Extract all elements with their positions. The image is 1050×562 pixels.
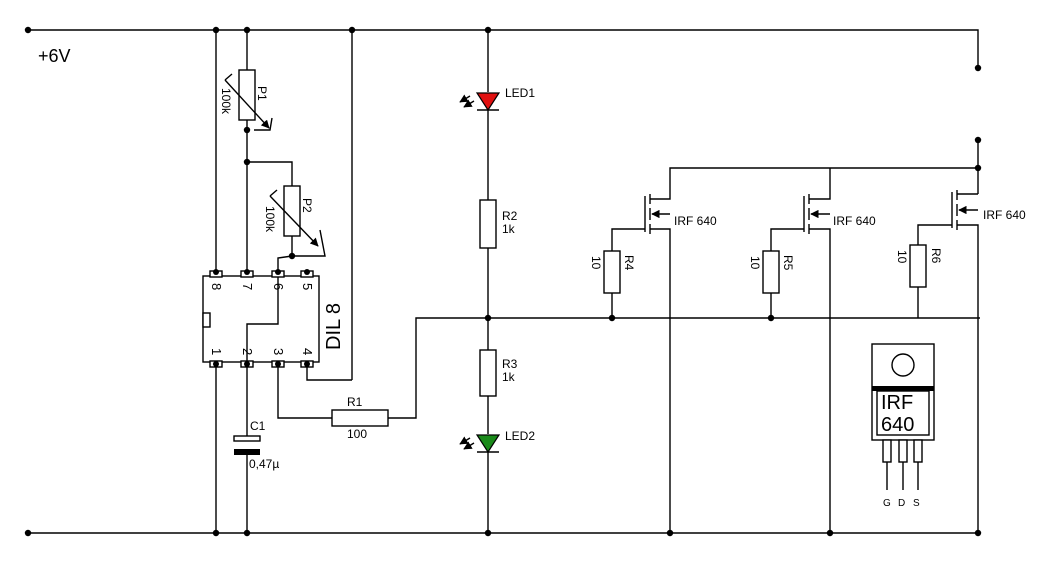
ic-label: DIL 8 <box>323 303 345 350</box>
c1-value: 0,47µ <box>249 457 279 471</box>
resistor-r6: R6 10 <box>895 244 943 288</box>
ic-dil8: 8 7 6 5 1 2 3 4 DIL 8 <box>202 269 345 368</box>
r2-name: R2 <box>502 209 518 223</box>
r4-name: R4 <box>622 255 636 271</box>
potentiometer-p2: P2 100k <box>263 185 319 247</box>
mosfet-1: IRF 640 <box>608 167 978 533</box>
supply-rail-top <box>24 26 982 72</box>
package-pin-g: G <box>883 498 891 509</box>
p1-name: P1 <box>255 86 269 101</box>
r3-value: 1k <box>502 370 516 384</box>
p2-value: 100k <box>263 206 277 233</box>
c1-name: C1 <box>250 419 266 433</box>
ic-pin-6: 6 <box>271 283 286 290</box>
ic-pin-5: 5 <box>300 283 315 290</box>
ic-pin-3: 3 <box>271 348 286 355</box>
resistor-r4: R4 10 <box>589 250 636 294</box>
irf640-package: IRF 640 G D S <box>871 343 935 509</box>
ic-pin-7: 7 <box>240 283 255 290</box>
capacitor-c1: C1 0,47µ <box>233 419 279 471</box>
led2-name: LED2 <box>505 429 535 443</box>
mosfet-2-label: IRF 640 <box>833 214 876 228</box>
led1-name: LED1 <box>505 86 535 100</box>
ic-pin-8: 8 <box>209 283 224 290</box>
ic-pin-2: 2 <box>240 348 255 355</box>
ic-pin-4: 4 <box>300 348 315 355</box>
resistor-r1: R1 100 <box>331 395 389 441</box>
led1: LED1 <box>459 86 535 112</box>
left-wiring <box>215 30 980 533</box>
supply-label: +6V <box>38 46 71 66</box>
mosfet-3: IRF 640 <box>917 136 1026 533</box>
mosfet-1-label: IRF 640 <box>674 214 717 228</box>
mosfet-2: IRF 640 <box>767 168 876 533</box>
resistor-r2: R2 1k <box>479 199 518 249</box>
package-pin-d: D <box>898 498 905 509</box>
r1-value: 100 <box>347 427 367 441</box>
r1-name: R1 <box>347 395 363 409</box>
r2-value: 1k <box>502 222 516 236</box>
r6-value: 10 <box>895 250 909 264</box>
package-line1: IRF <box>881 392 913 414</box>
package-pin-s: S <box>913 498 920 509</box>
led2: LED2 <box>459 429 535 454</box>
package-line2: 640 <box>881 414 914 436</box>
r5-name: R5 <box>781 255 795 271</box>
resistor-r3: R3 1k <box>479 349 518 397</box>
r4-value: 10 <box>589 256 603 270</box>
mosfet-3-label: IRF 640 <box>983 208 1026 222</box>
p2-name: P2 <box>300 198 314 213</box>
resistor-r5: R5 10 <box>748 250 795 294</box>
r5-value: 10 <box>748 256 762 270</box>
r3-name: R3 <box>502 357 518 371</box>
r6-name: R6 <box>929 248 943 264</box>
p1-value: 100k <box>219 88 233 115</box>
led-column <box>484 30 492 533</box>
potentiometer-p1: P1 100k <box>219 69 270 129</box>
ic-pin-1: 1 <box>209 348 224 355</box>
ground-rail <box>24 529 982 537</box>
